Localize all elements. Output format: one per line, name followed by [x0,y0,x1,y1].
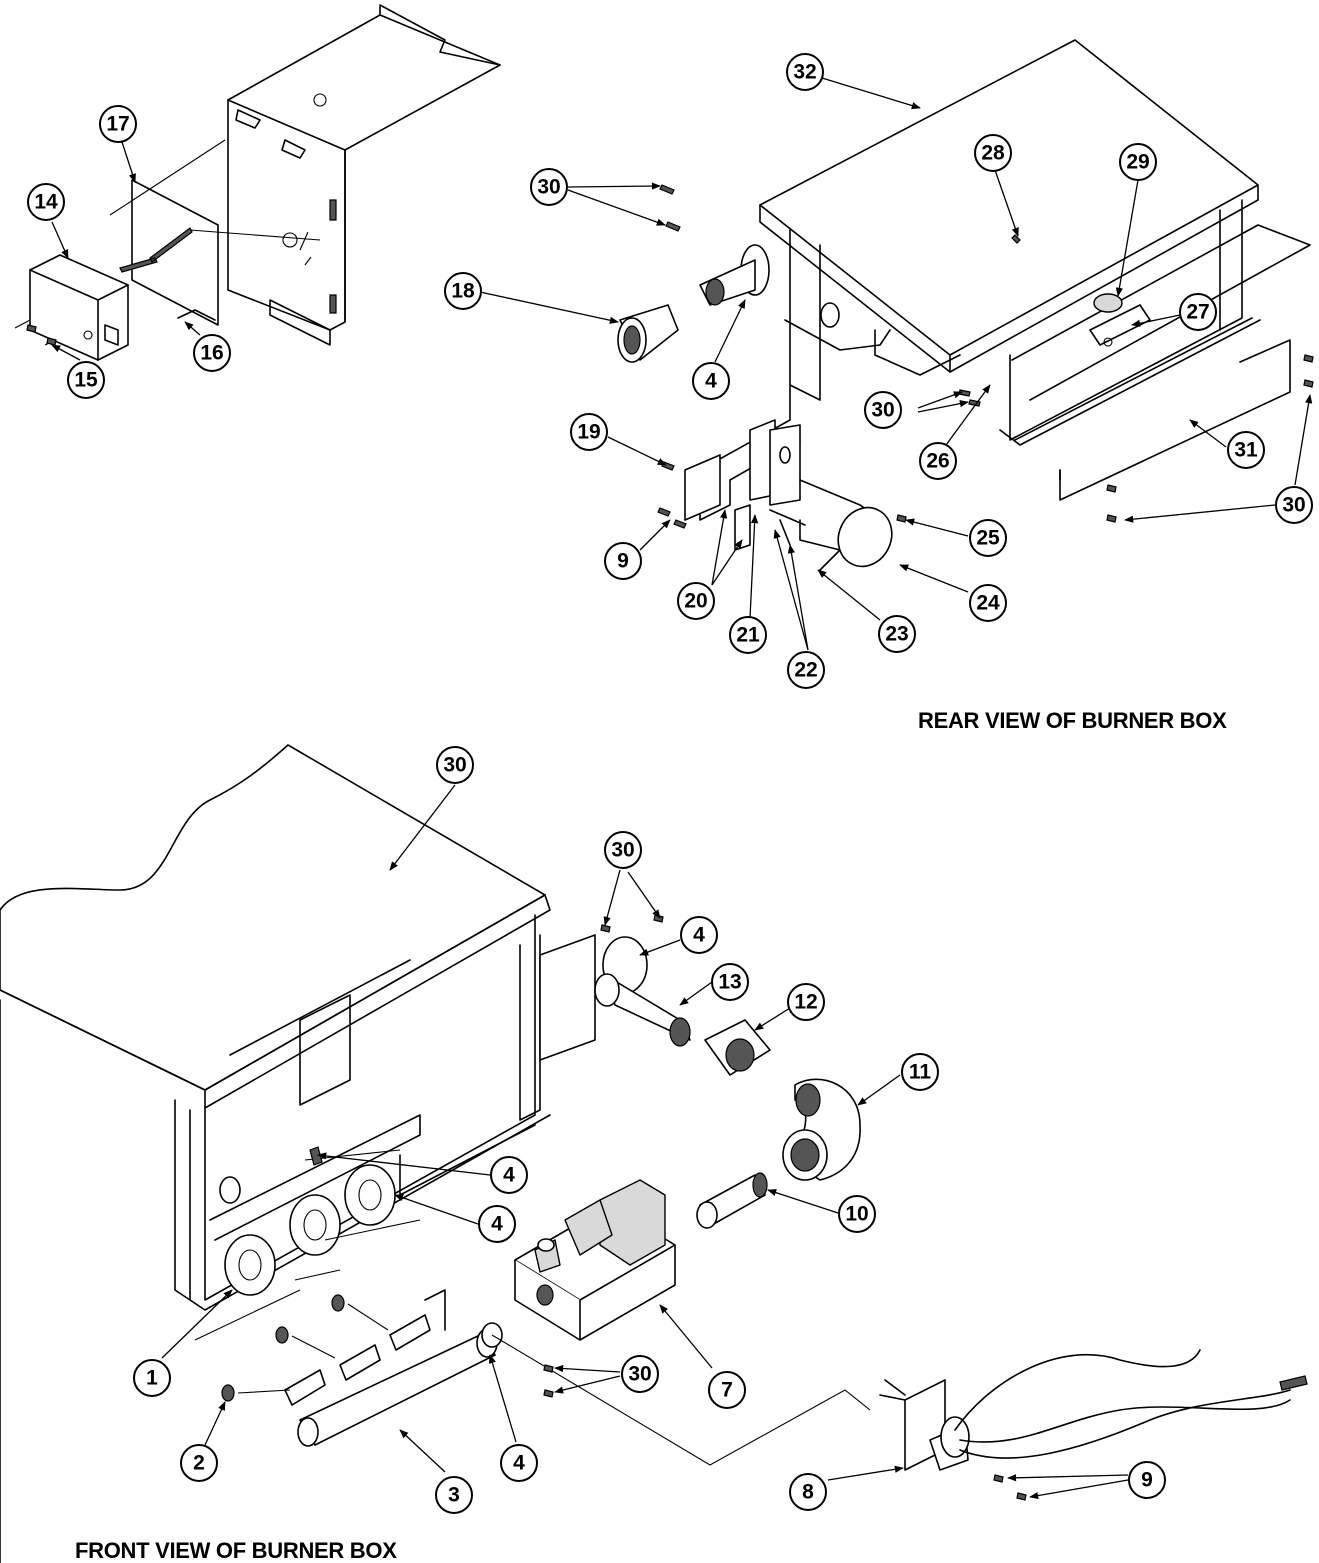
callout-28: 28 [974,134,1012,172]
svg-text:19: 19 [577,421,600,444]
svg-text:11: 11 [909,1061,932,1084]
svg-text:2: 2 [193,1452,205,1475]
svg-text:29: 29 [1126,151,1149,174]
control-bracket-assembly [14,4,501,361]
callout-30: 30 [530,168,568,206]
svg-text:25: 25 [976,527,1000,550]
callout-7: 7 [708,1371,746,1409]
front-view-burner-box [0,744,1308,1563]
svg-text:14: 14 [34,191,58,214]
callout-4: 4 [680,916,718,954]
callout-4: 4 [478,1205,516,1243]
callout-25: 25 [969,519,1007,557]
callouts-front: 30 30 4 13 12 11 4 4 10 7 30 1 2 3 4 8 9 [133,746,1166,1514]
callout-2: 2 [180,1444,218,1482]
svg-text:27: 27 [1186,301,1209,324]
callout-29: 29 [1119,143,1157,181]
svg-text:8: 8 [802,1481,814,1504]
callout-11: 11 [901,1053,939,1091]
callout-22: 22 [787,651,825,689]
callout-16: 16 [193,334,231,372]
svg-text:30: 30 [1282,494,1305,517]
svg-text:30: 30 [443,754,466,777]
front-view-caption: FRONT VIEW OF BURNER BOX [75,1538,397,1563]
svg-text:10: 10 [845,1203,868,1226]
svg-text:30: 30 [871,399,894,422]
svg-text:4: 4 [491,1213,503,1236]
callout-30: 30 [604,831,642,869]
svg-text:3: 3 [448,1484,460,1507]
callout-15: 15 [67,361,105,399]
callout-8: 8 [789,1473,827,1511]
svg-text:9: 9 [617,550,629,573]
svg-text:24: 24 [976,592,1000,615]
callout-30: 30 [864,391,902,429]
callouts-rear: 32 30 28 29 18 4 27 30 26 31 30 19 9 20 … [27,53,1313,689]
svg-text:22: 22 [794,659,817,682]
svg-text:26: 26 [926,450,949,473]
callout-32: 32 [786,53,824,91]
svg-text:4: 4 [503,1164,515,1187]
svg-text:4: 4 [513,1452,525,1475]
svg-text:18: 18 [451,280,475,303]
callout-1: 1 [133,1359,171,1397]
callout-3: 3 [435,1476,473,1514]
svg-text:31: 31 [1234,439,1258,462]
svg-text:4: 4 [705,370,717,393]
callout-26: 26 [919,442,957,480]
callout-21: 21 [729,616,767,654]
callout-13: 13 [711,963,749,1001]
callout-10: 10 [838,1195,876,1233]
callout-23: 23 [878,615,916,653]
svg-text:23: 23 [885,623,908,646]
svg-text:4: 4 [693,924,705,947]
svg-text:12: 12 [794,991,817,1014]
callout-9: 9 [604,542,642,580]
rear-view-caption: REAR VIEW OF BURNER BOX [918,708,1227,733]
callout-20: 20 [677,582,715,620]
leader-lines [51,77,1313,1500]
svg-text:13: 13 [718,971,741,994]
callout-9: 9 [1128,1461,1166,1499]
rear-view-burner-box [617,39,1311,571]
svg-text:17: 17 [106,113,129,136]
svg-text:21: 21 [736,624,760,647]
svg-text:15: 15 [74,369,98,392]
callout-18: 18 [444,272,482,310]
callout-24: 24 [969,584,1007,622]
svg-text:20: 20 [684,590,707,613]
svg-text:7: 7 [721,1379,733,1402]
svg-text:16: 16 [200,342,223,365]
callout-14: 14 [27,183,65,221]
callout-30: 30 [1275,486,1313,524]
svg-text:30: 30 [611,839,634,862]
callout-27: 27 [1179,293,1217,331]
svg-text:30: 30 [628,1363,651,1386]
svg-text:1: 1 [146,1367,158,1390]
callout-17: 17 [99,105,137,143]
svg-text:9: 9 [1141,1469,1153,1492]
screws-rear [26,184,1314,529]
svg-text:30: 30 [537,176,560,199]
callout-31: 31 [1227,431,1265,469]
callout-12: 12 [787,983,825,1021]
callout-30: 30 [621,1355,659,1393]
callout-30: 30 [436,746,474,784]
svg-text:32: 32 [793,61,816,84]
callout-4: 4 [490,1156,528,1194]
svg-text:28: 28 [981,142,1005,165]
callout-4: 4 [500,1444,538,1482]
callout-19: 19 [570,413,608,451]
callout-4: 4 [692,362,730,400]
